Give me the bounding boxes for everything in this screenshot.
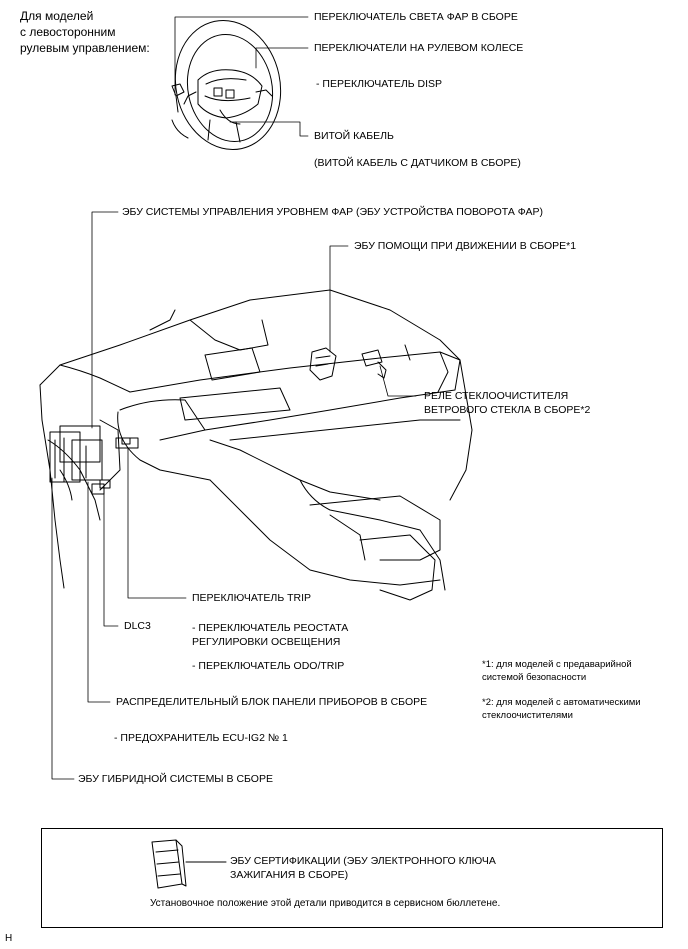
label-trip-switch: ПЕРЕКЛЮЧАТЕЛЬ TRIP (192, 592, 312, 604)
intro-line-3: рулевым управлением: (20, 41, 150, 55)
label-spiral-cable-sensor: (ВИТОЙ КАБЕЛЬ С ДАТЧИКОМ В СБОРЕ) (314, 157, 521, 169)
label-dlc3: DLC3 (124, 620, 151, 632)
label-rheostat-line-1: - ПЕРЕКЛЮЧАТЕЛЬ РЕОСТАТА (192, 622, 349, 634)
junction-block-illustration (49, 425, 139, 495)
label-headlight-switch: ПЕРЕКЛЮЧАТЕЛЬ СВЕТА ФАР В СБОРЕ (314, 11, 518, 23)
label-wiper-relay-line-1: РЕЛЕ СТЕКЛООЧИСТИТЕЛЯ (424, 390, 569, 402)
dashboard-illustration (39, 289, 473, 601)
label-odo-trip: - ПЕРЕКЛЮЧАТЕЛЬ ODO/TRIP (192, 660, 345, 672)
wiper-relay-illustration (361, 349, 387, 379)
certification-ecu-box (41, 828, 663, 928)
label-junction-block: РАСПРЕДЕЛИТЕЛЬНЫЙ БЛОК ПАНЕЛИ ПРИБОРОВ В… (116, 696, 428, 708)
label-spiral-cable: ВИТОЙ КАБЕЛЬ (314, 130, 394, 142)
footnote-2-line-1: *2: для моделей с автоматическими (482, 697, 641, 708)
label-wiper-relay-line-2: ВЕТРОВОГО СТЕКЛА В СБОРЕ*2 (424, 404, 591, 416)
intro-line-1: Для моделей (20, 9, 94, 23)
label-fuse: - ПРЕДОХРАНИТЕЛЬ ECU-IG2 № 1 (114, 732, 288, 744)
footnote-2-line-2: стеклоочистителями (482, 710, 573, 721)
label-steering-pad-switch: ПЕРЕКЛЮЧАТЕЛИ НА РУЛЕВОМ КОЛЕСЕ (314, 42, 524, 54)
label-disp-switch: - ПЕРЕКЛЮЧАТЕЛЬ DISP (316, 78, 443, 90)
intro-line-2: с левосторонним (20, 25, 116, 39)
footnote-1-line-1: *1: для моделей с предаварийной (482, 659, 632, 670)
label-certification-ecu-line-2: ЗАЖИГАНИЯ В СБОРЕ) (230, 869, 349, 881)
label-rheostat-line-2: РЕГУЛИРОВКИ ОСВЕЩЕНИЯ (192, 636, 341, 648)
label-driving-support-ecu: ЭБУ ПОМОЩИ ПРИ ДВИЖЕНИИ В СБОРЕ*1 (354, 240, 577, 252)
label-hybrid-ecu: ЭБУ ГИБРИДНОЙ СИСТЕМЫ В СБОРЕ (78, 773, 273, 785)
certification-caption: Установочное положение этой детали приво… (150, 898, 501, 909)
label-certification-ecu-line-1: ЭБУ СЕРТИФИКАЦИИ (ЭБУ ЭЛЕКТРОННОГО КЛЮЧА (230, 855, 496, 867)
label-headlight-leveling-ecu: ЭБУ СИСТЕМЫ УПРАВЛЕНИЯ УРОВНЕМ ФАР (ЭБУ … (122, 206, 544, 218)
driving-support-ecu-illustration (309, 347, 337, 381)
intro-text: Для моделей с левосторонним рулевым упра… (20, 8, 150, 56)
corner-mark: H (5, 933, 13, 944)
steering-wheel-illustration (171, 20, 282, 150)
footnote-1-line-2: системой безопасности (482, 672, 587, 683)
certification-ecu-illustration (151, 839, 227, 889)
